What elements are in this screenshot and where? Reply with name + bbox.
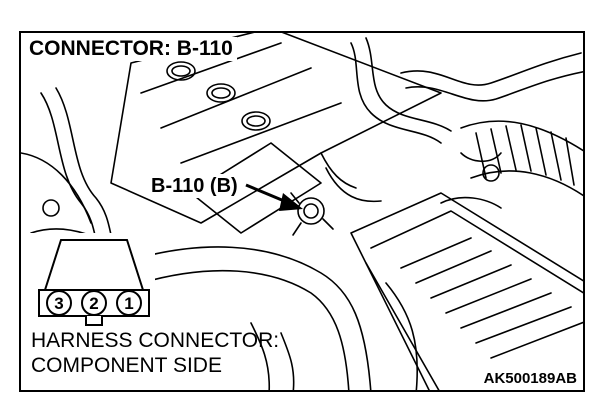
- pin-1-circle: [116, 290, 142, 316]
- pin-2-circle: [81, 290, 107, 316]
- connector-latch: [85, 316, 103, 326]
- sensor-connector-b110: [297, 197, 325, 225]
- connector-face-outline: [43, 239, 145, 291]
- callout-arrow-head: [279, 193, 303, 211]
- intake-hose-lower: [120, 246, 372, 390]
- connector-callout-label: B-110 (B): [148, 174, 241, 198]
- figure-code: AK500189AB: [483, 370, 577, 387]
- plug-ring-3: [241, 111, 271, 131]
- view-label-line2: COMPONENT SIDE: [31, 354, 222, 377]
- view-label-line1: HARNESS CONNECTOR:: [31, 329, 280, 352]
- intake-duct: [460, 120, 583, 152]
- pin-1-label: 1: [124, 294, 133, 313]
- diagram-frame: 3 2 1 CONNECTOR: B-110 B-110 (B) HARNESS…: [19, 31, 585, 392]
- engine-bay-illustration: 3 2 1: [21, 33, 583, 390]
- diagram-title: CONNECTOR: B-110: [27, 37, 237, 61]
- pin-3-label: 3: [54, 294, 63, 313]
- plug-ring-2: [206, 83, 236, 103]
- pin-2-label: 2: [89, 294, 98, 313]
- plug-ring-1: [166, 61, 196, 81]
- pin-3-circle: [46, 290, 72, 316]
- air-cleaner-box: [350, 192, 583, 390]
- upper-hose: [400, 52, 582, 86]
- cam-cover-ribs: [140, 42, 342, 164]
